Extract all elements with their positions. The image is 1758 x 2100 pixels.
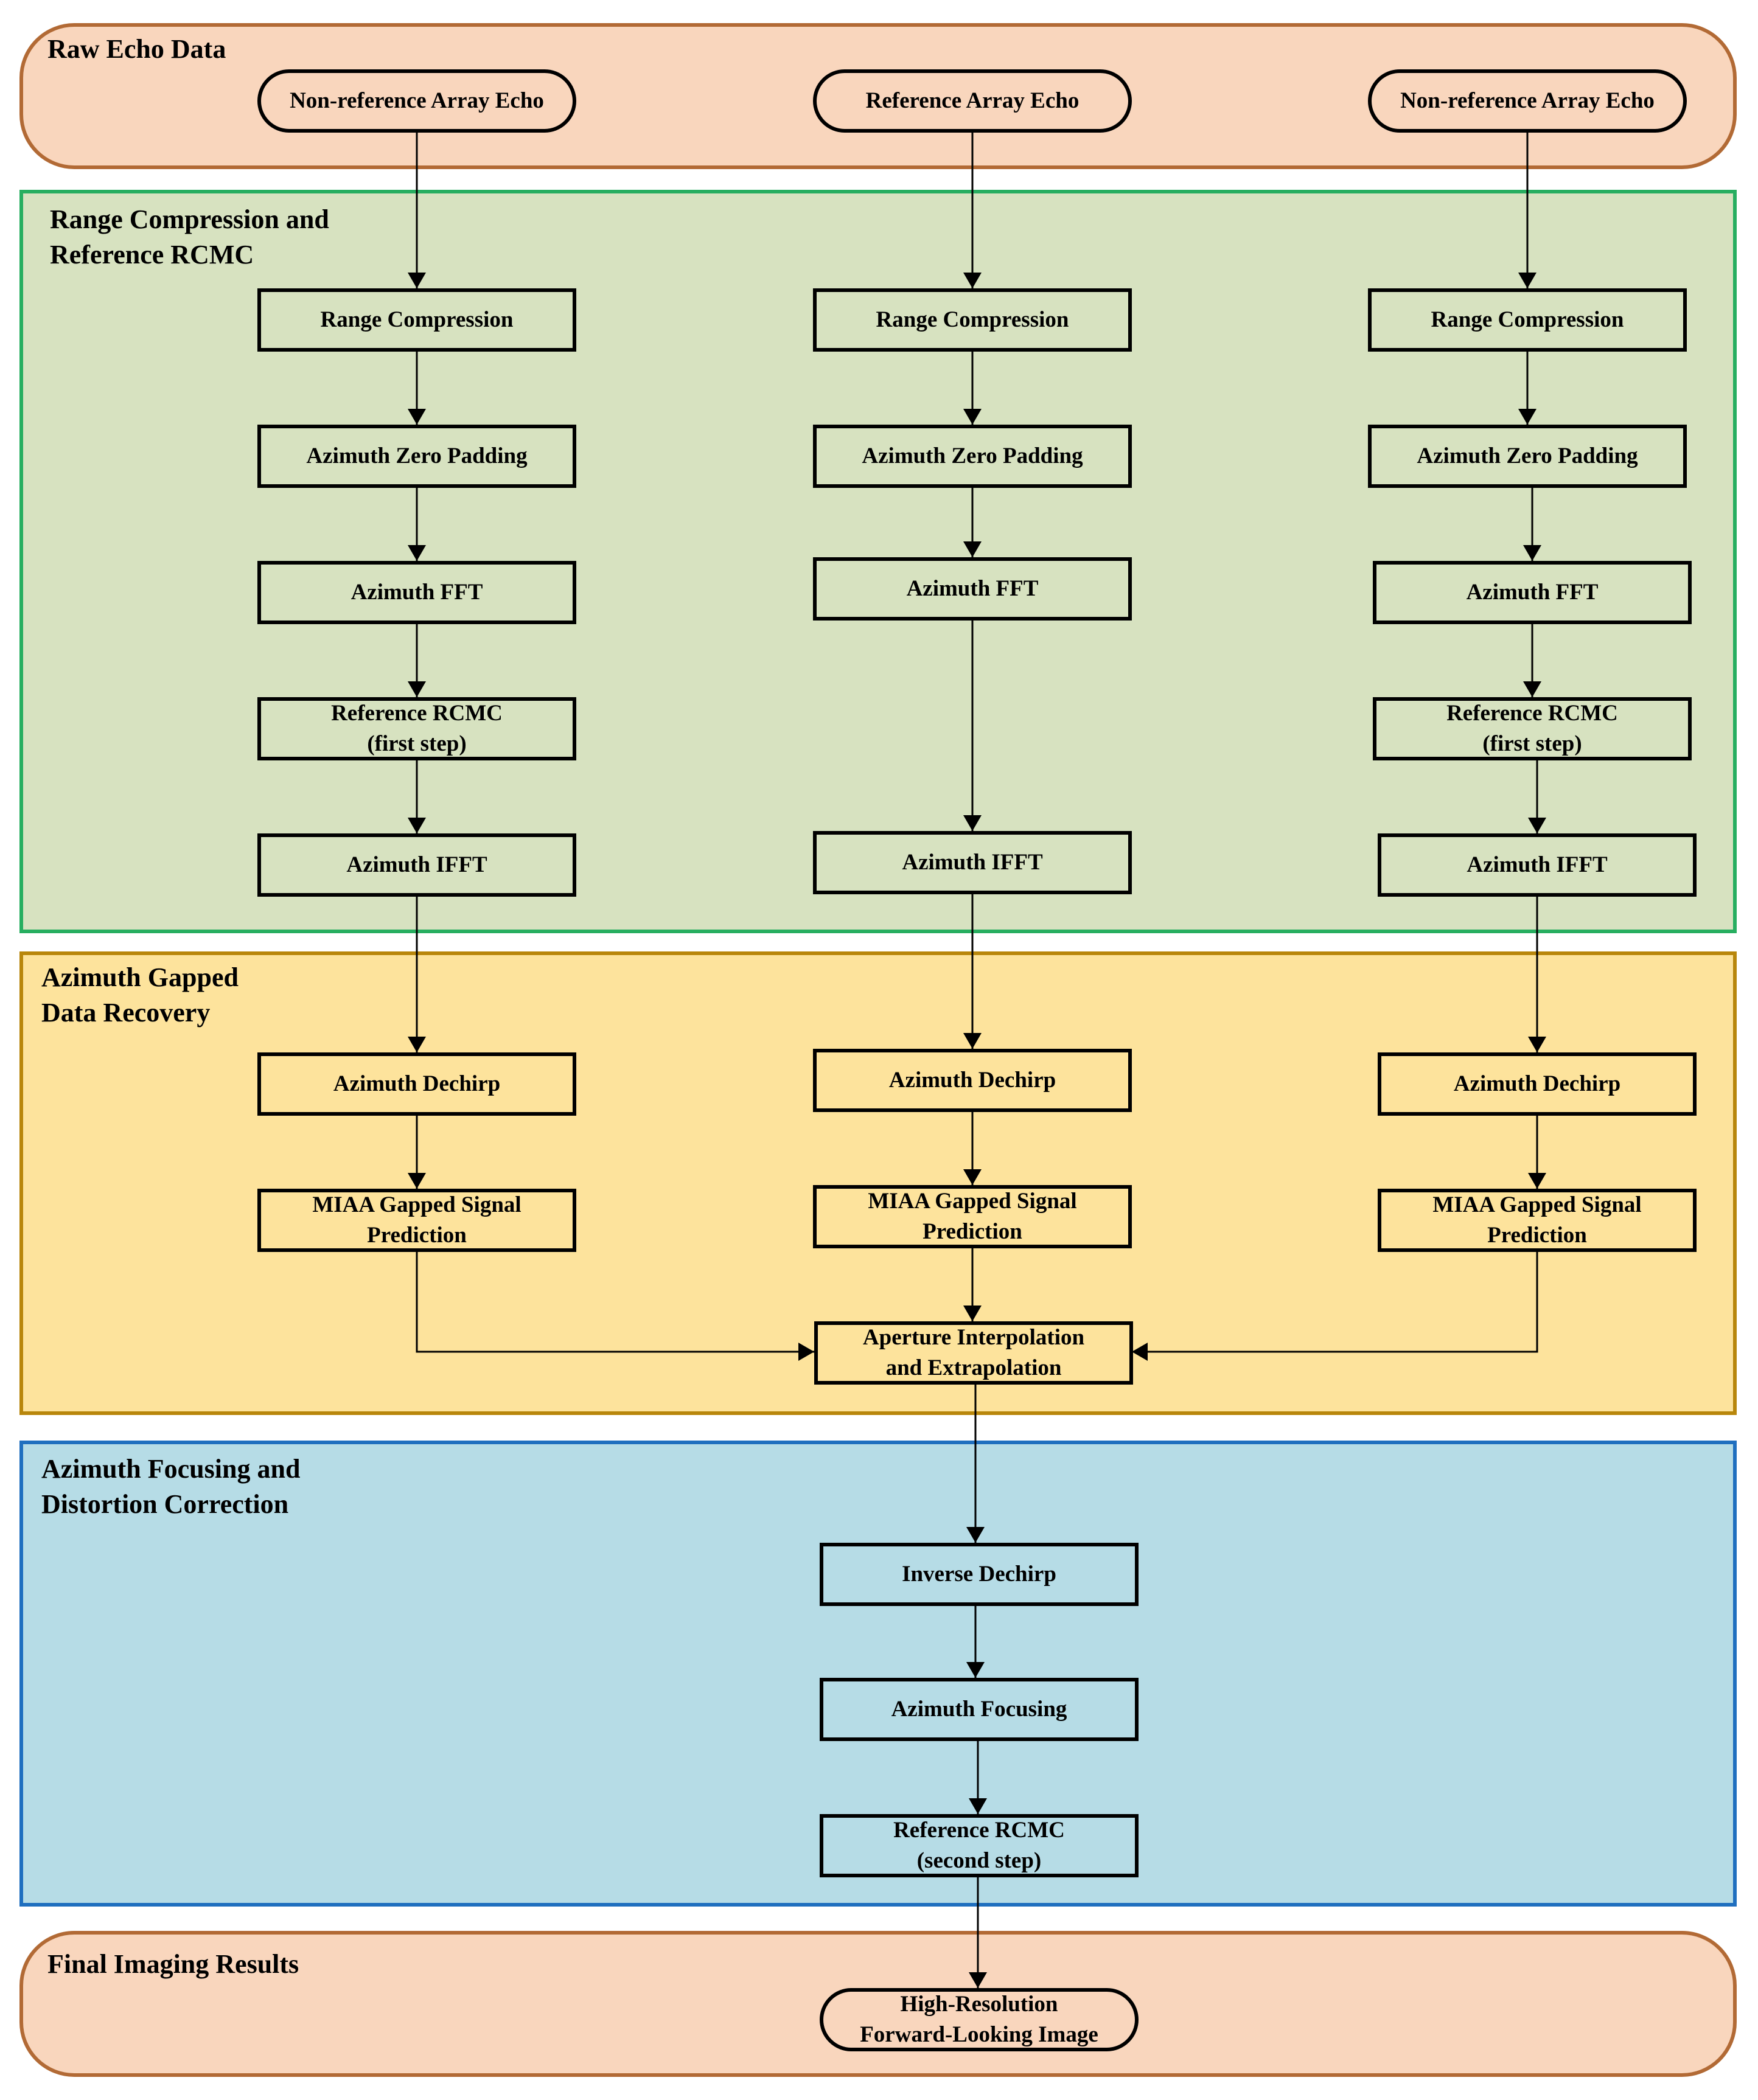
range-compression-title: Range Compression and Reference RCMC [50,204,329,269]
center-azimuth-ifft: Azimuth IFFT [813,831,1132,894]
left-reference-rcmc-first: Reference RCMC (first step) [257,697,576,760]
center-azimuth-zero-padding: Azimuth Zero Padding [813,425,1132,488]
gapped-data-recovery-title: Azimuth Gapped Data Recovery [41,962,239,1027]
left-azimuth-dechirp: Azimuth Dechirp [257,1052,576,1116]
final-imaging-title: Final Imaging Results [47,1949,299,1979]
right-azimuth-ifft: Azimuth IFFT [1378,833,1697,897]
center-azimuth-fft: Azimuth FFT [813,557,1132,621]
right-miaa-prediction: MIAA Gapped Signal Prediction [1378,1189,1697,1252]
right-azimuth-fft: Azimuth FFT [1373,561,1692,624]
right-azimuth-zero-padding: Azimuth Zero Padding [1368,425,1687,488]
left-azimuth-fft: Azimuth FFT [257,561,576,624]
right-azimuth-dechirp: Azimuth Dechirp [1378,1052,1697,1116]
left-azimuth-zero-padding: Azimuth Zero Padding [257,425,576,488]
left-azimuth-ifft: Azimuth IFFT [257,833,576,897]
azimuth-focusing-title: Azimuth Focusing and Distortion Correcti… [41,1454,301,1519]
right-reference-rcmc-first: Reference RCMC (first step) [1373,697,1692,760]
left-range-compression: Range Compression [257,288,576,352]
center-azimuth-dechirp: Azimuth Dechirp [813,1049,1132,1112]
center-miaa-prediction: MIAA Gapped Signal Prediction [813,1185,1132,1248]
azimuth-focusing-section: Azimuth Focusing and Distortion Correcti… [19,1441,1737,1907]
inverse-dechirp: Inverse Dechirp [820,1543,1139,1606]
input-center-reference-echo: Reference Array Echo [813,69,1132,133]
output-high-resolution-image: High-Resolution Forward-Looking Image [820,1988,1139,2051]
final-imaging-section: Final Imaging Results [19,1931,1737,2077]
left-miaa-prediction: MIAA Gapped Signal Prediction [257,1189,576,1252]
aperture-interpolation-extrapolation: Aperture Interpolation and Extrapolation [814,1321,1133,1385]
azimuth-focusing: Azimuth Focusing [820,1678,1139,1741]
input-right-nonreference-echo: Non-reference Array Echo [1368,69,1687,133]
reference-rcmc-second: Reference RCMC (second step) [820,1814,1139,1877]
right-range-compression: Range Compression [1368,288,1687,352]
center-range-compression: Range Compression [813,288,1132,352]
raw-echo-data-section: Raw Echo Data [19,23,1737,169]
input-left-nonreference-echo: Non-reference Array Echo [257,69,576,133]
raw-echo-data-title: Raw Echo Data [47,34,226,64]
